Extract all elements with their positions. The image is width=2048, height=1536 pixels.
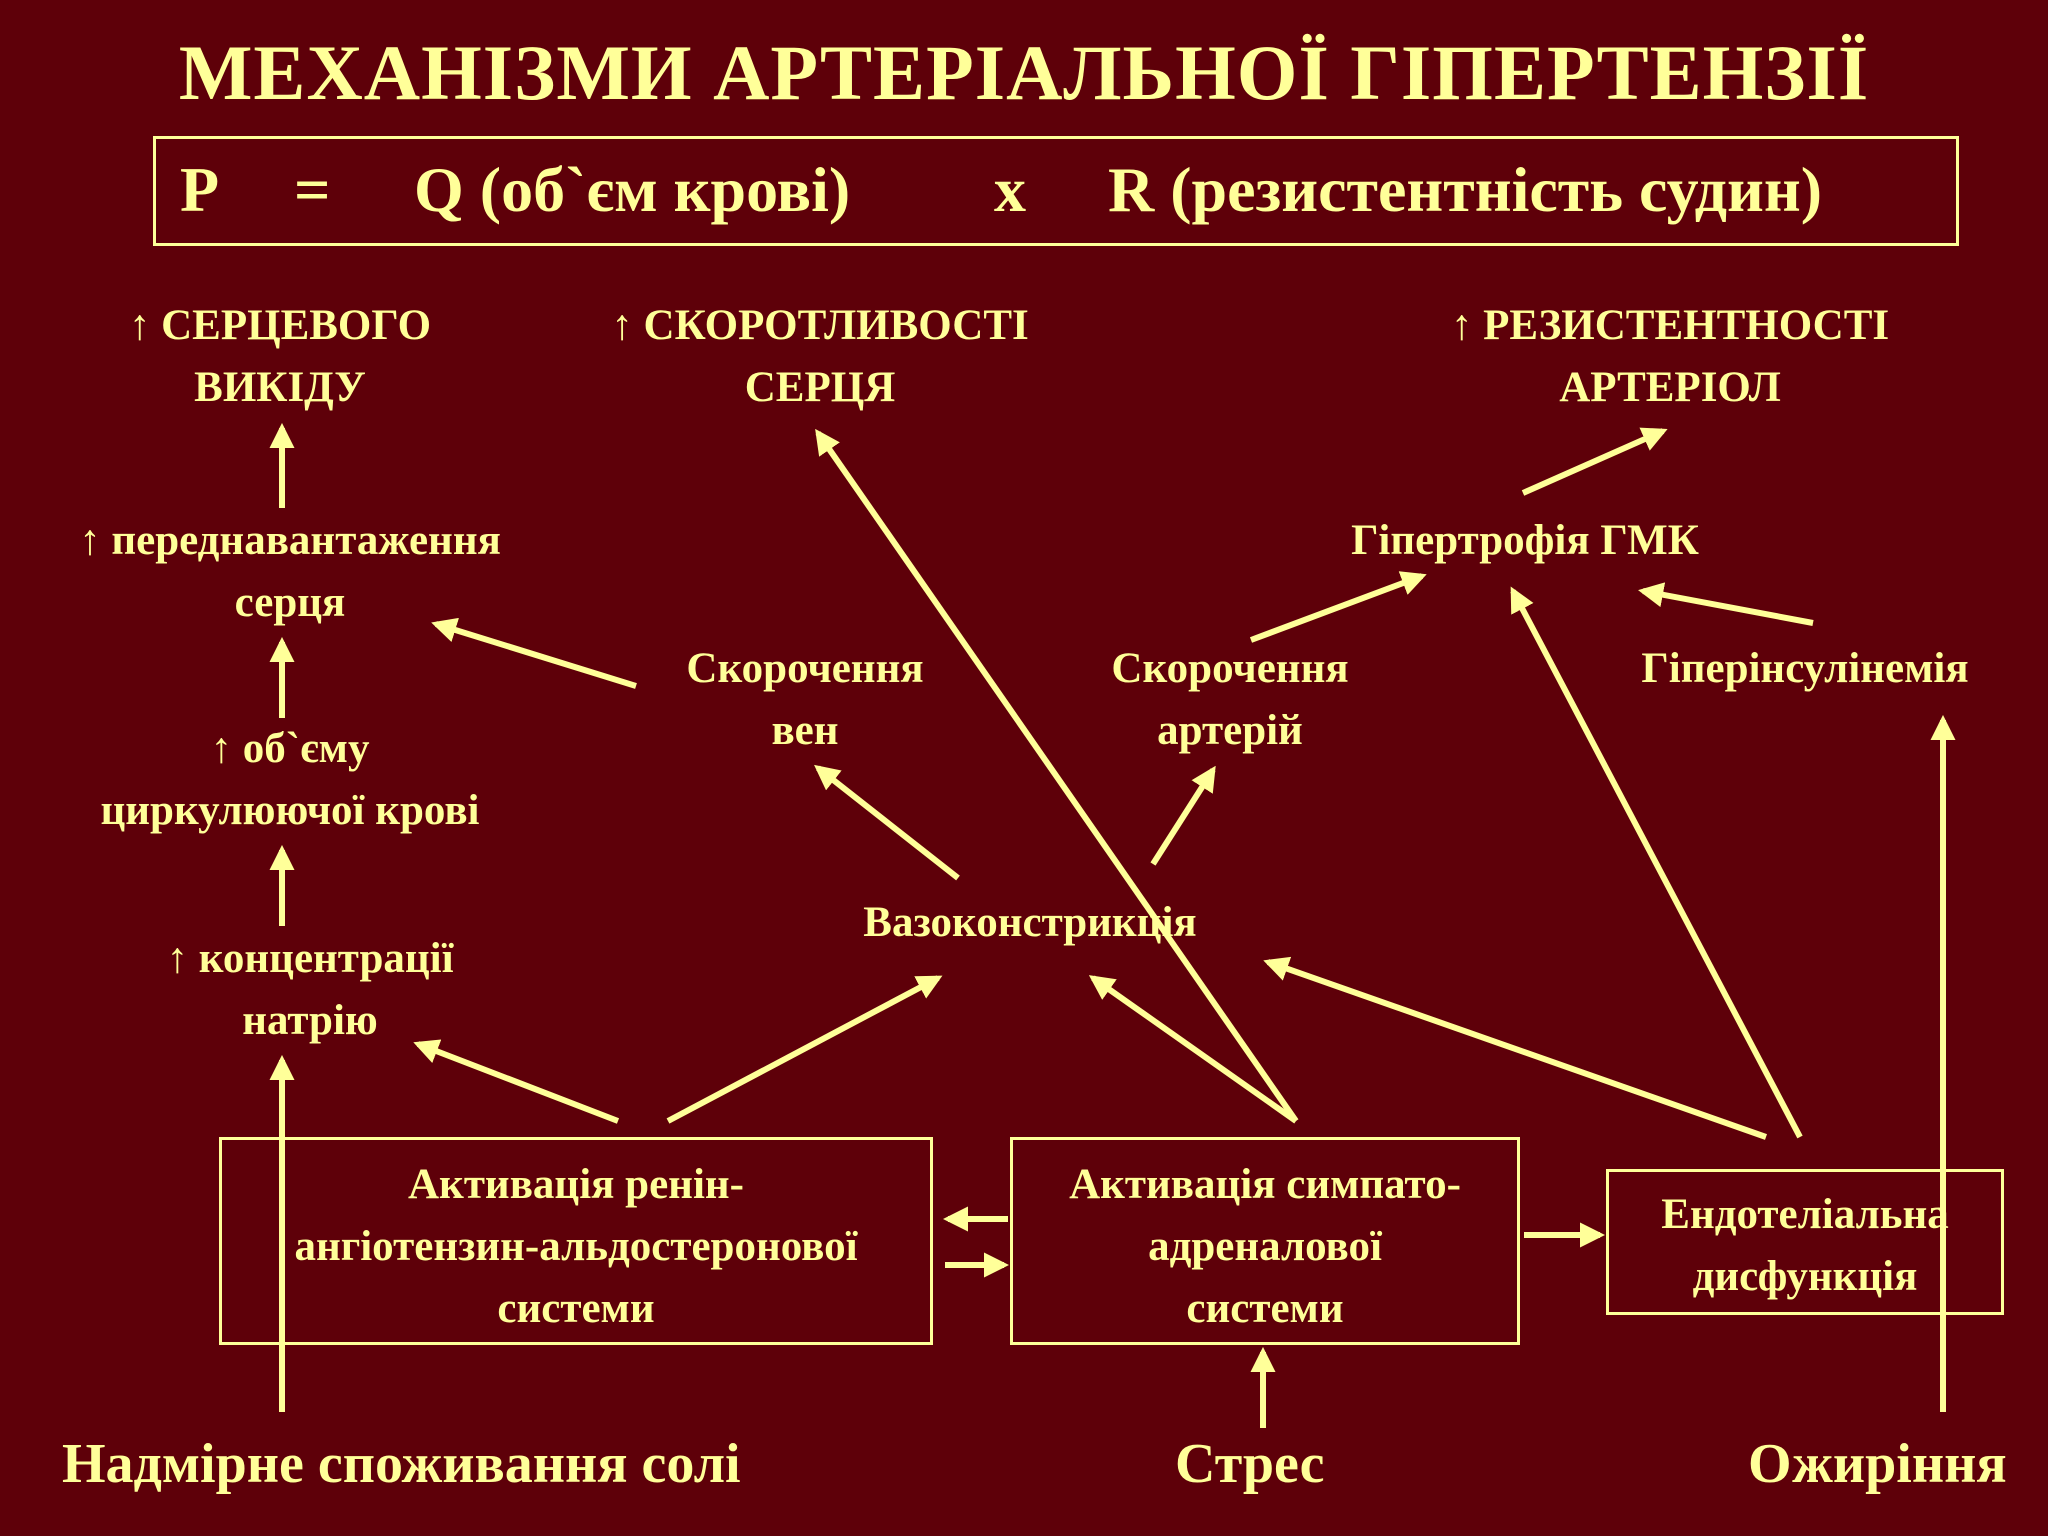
- node-blood-volume-line1: ↑ об`єму: [210, 725, 370, 772]
- node-artery-constriction-line1: Скорочення: [1111, 645, 1349, 692]
- formula-equals: =: [294, 154, 331, 225]
- box-sympathoadrenal-line1: Активація симпато-: [1069, 1161, 1461, 1208]
- node-hyperinsulinemia-line1: Гіперінсулінемія: [1641, 645, 1969, 692]
- node-vein-constriction-line2: вен: [771, 707, 839, 754]
- node-vasoconstriction-line1: Вазоконстрикція: [863, 899, 1197, 946]
- node-sodium-line2: натрію: [242, 997, 378, 1044]
- cause-obesity: Ожиріння: [1748, 1433, 2007, 1495]
- node-smc-hypertrophy: Гіпертрофія ГМК: [1290, 510, 1760, 572]
- formula-p: P: [180, 154, 220, 225]
- arrow-arteries-to-smc: [1249, 571, 1427, 643]
- node-smc-hypertrophy-line1: Гіпертрофія ГМК: [1351, 517, 1699, 564]
- node-preload-line1: ↑ переднавантаження: [79, 517, 501, 564]
- node-cardiac-output: ↑ СЕРЦЕВОГО ВИКІДУ: [60, 295, 500, 419]
- node-sodium: ↑ концентрації натрію: [90, 928, 530, 1052]
- node-preload: ↑ переднавантаження серця: [20, 510, 560, 634]
- arrow-sympathetic-to-vasoconstriction: [1088, 975, 1298, 1124]
- box-endothelial-line2: дисфункція: [1692, 1253, 1918, 1300]
- node-vein-constriction: Скорочення вен: [640, 638, 970, 762]
- formula-multiply: x: [994, 154, 1026, 225]
- box-raas-line3: системи: [497, 1285, 655, 1332]
- node-arteriole-resistance: ↑ РЕЗИСТЕНТНОСТІ АРТЕРІОЛ: [1380, 295, 1960, 419]
- arrow-smc-to-resistance: [1521, 427, 1668, 496]
- node-preload-line2: серця: [234, 579, 346, 626]
- arrow-raas-to-vasoconstriction: [666, 975, 943, 1124]
- box-sympathoadrenal-line3: системи: [1186, 1285, 1344, 1332]
- node-arteriole-resistance-line2: АРТЕРІОЛ: [1559, 364, 1781, 411]
- formula-r: R (резистентність судин): [1108, 154, 1822, 225]
- arrow-insulin-to-smc: [1638, 582, 1814, 626]
- node-blood-volume: ↑ об`єму циркулюючої крові: [30, 718, 550, 842]
- node-cardiac-output-line1: ↑ СЕРЦЕВОГО: [128, 302, 432, 349]
- cause-salt: Надмірне споживання солі: [62, 1433, 741, 1495]
- box-endothelial: Ендотеліальна дисфункція: [1606, 1169, 2004, 1315]
- arrow-raas-to-sodium: [413, 1039, 620, 1124]
- node-artery-constriction: Скорочення артерій: [1065, 638, 1395, 762]
- arrow-sympathetic-to-contractility: [815, 428, 1299, 1123]
- box-raas: Активація ренін- ангіотензин-альдостерон…: [219, 1137, 933, 1345]
- node-hyperinsulinemia: Гіперінсулінемія: [1595, 638, 2015, 700]
- node-contractility-line2: СЕРЦЯ: [744, 364, 896, 411]
- box-raas-line1: Активація ренін-: [407, 1161, 744, 1208]
- node-vein-constriction-line1: Скорочення: [686, 645, 924, 692]
- node-vasoconstriction: Вазоконстрикція: [780, 892, 1280, 954]
- node-contractility-line1: ↑ СКОРОТЛИВОСТІ: [611, 302, 1029, 349]
- cause-stress: Стрес: [1175, 1433, 1325, 1495]
- box-endothelial-line1: Ендотеліальна: [1661, 1191, 1949, 1238]
- page-title: МЕХАНІЗМИ АРТЕРІАЛЬНОЇ ГІПЕРТЕНЗІЇ: [178, 29, 1870, 116]
- box-raas-line2: ангіотензин-альдостеронової: [294, 1223, 858, 1270]
- node-sodium-line1: ↑ концентрації: [166, 935, 454, 982]
- node-cardiac-output-line2: ВИКІДУ: [194, 364, 366, 411]
- node-arteriole-resistance-line1: ↑ РЕЗИСТЕНТНОСТІ: [1450, 302, 1890, 349]
- node-contractility: ↑ СКОРОТЛИВОСТІ СЕРЦЯ: [540, 295, 1100, 419]
- arrow-vasoconstriction-to-veins: [814, 764, 960, 881]
- box-sympathoadrenal-line2: адреналової: [1148, 1223, 1382, 1270]
- formula-q: Q (об`єм крові): [414, 154, 851, 225]
- arrow-vasoconstriction-to-arteries: [1150, 765, 1216, 866]
- node-artery-constriction-line2: артерій: [1157, 707, 1303, 754]
- arrow-endothelial-to-vasoconstriction: [1263, 956, 1767, 1140]
- formula-box: P = Q (об`єм крові) x R (резистентність …: [153, 136, 1959, 246]
- box-sympathoadrenal: Активація симпато- адреналової системи: [1010, 1137, 1520, 1345]
- node-blood-volume-line2: циркулюючої крові: [100, 787, 480, 834]
